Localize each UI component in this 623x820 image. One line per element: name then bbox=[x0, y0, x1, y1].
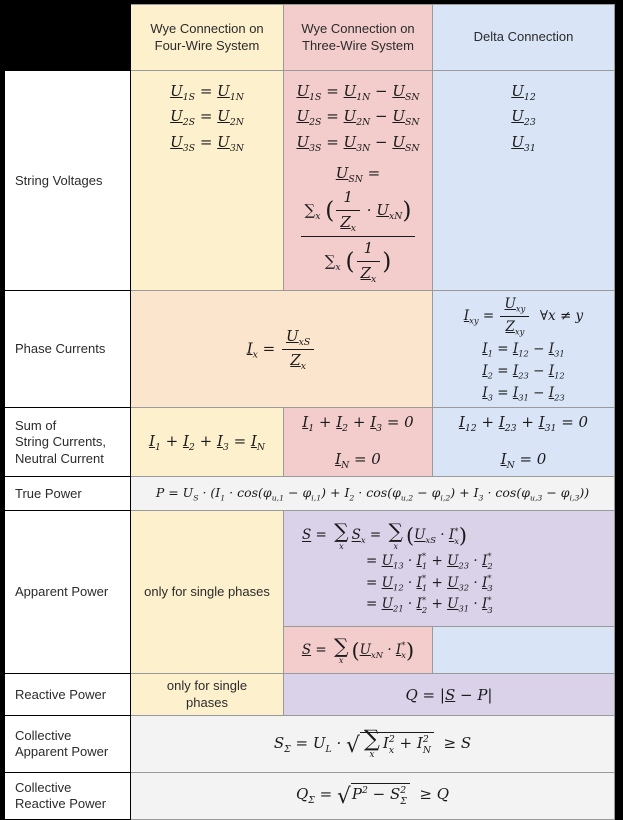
cell-apparent-neutral-formula: S = ∑x(UxN · I*x) bbox=[283, 626, 433, 675]
label-collective-reactive-power: Collective Reactive Power bbox=[4, 772, 131, 820]
header-corner bbox=[4, 4, 131, 71]
label-collective-apparent-power: Collective Apparent Power bbox=[4, 715, 131, 774]
cell-apparent-delta-empty bbox=[432, 626, 615, 675]
header-delta: Delta Connection bbox=[432, 4, 615, 71]
header-row: Wye Connection on Four-Wire System Wye C… bbox=[4, 4, 615, 71]
label-true-power: True Power bbox=[4, 476, 131, 512]
label-phase-currents: Phase Currents bbox=[4, 290, 131, 409]
label-string-voltages: String Voltages bbox=[4, 69, 131, 292]
page-background: Wye Connection on Four-Wire System Wye C… bbox=[4, 4, 615, 820]
row-reactive-power: Reactive Power only for single phases Q … bbox=[4, 673, 615, 717]
cell-apparent-only-single-phases: only for single phases bbox=[130, 510, 284, 675]
cell-true-power: P = US · (I1 · cos(φu,1 − φi,1) + I2 · c… bbox=[130, 476, 615, 512]
cell-reactive-only-single-phases: only for single phases bbox=[130, 673, 284, 717]
formula-table: Wye Connection on Four-Wire System Wye C… bbox=[4, 4, 615, 820]
cell-reactive-formula: Q = |S − P| bbox=[283, 673, 615, 717]
label-sum-currents: Sum of String Currents, Neutral Current bbox=[4, 407, 131, 478]
header-wye-three-wire: Wye Connection on Three-Wire System bbox=[283, 4, 433, 71]
row-apparent-power-neutral: S = ∑x(UxN · I*x) bbox=[5, 626, 615, 675]
row-apparent-power: Apparent Power only for single phases S … bbox=[4, 510, 615, 675]
label-apparent-power: Apparent Power bbox=[4, 510, 131, 675]
header-wye-four-wire: Wye Connection on Four-Wire System bbox=[130, 4, 284, 71]
row-true-power: True Power P = US · (I1 · cos(φu,1 − φi,… bbox=[4, 476, 615, 512]
cell-sum-currents-wye4: I1 + I2 + I3 = IN bbox=[130, 407, 284, 478]
row-sum-currents: Sum of String Currents, Neutral Current … bbox=[4, 407, 615, 478]
label-reactive-power: Reactive Power bbox=[4, 673, 131, 717]
